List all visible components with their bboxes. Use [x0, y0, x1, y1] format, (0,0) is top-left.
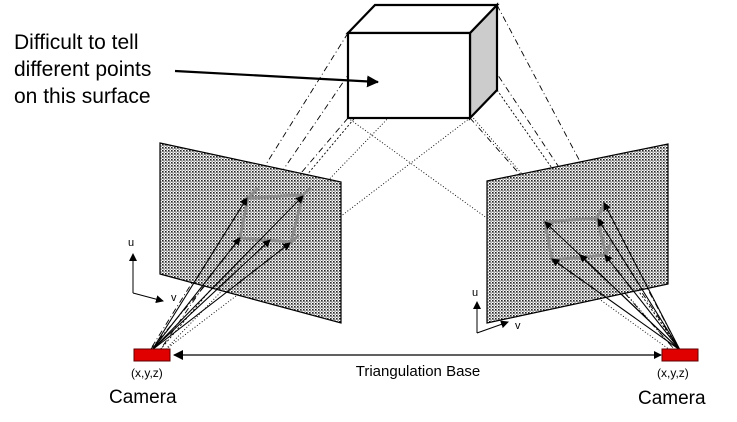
cube-top-face: [345, 3, 500, 35]
right-camera-rays: [544, 202, 681, 351]
left-projected-cube: [238, 186, 312, 244]
left-camera-rays: [151, 195, 304, 351]
cube-front-face: [346, 31, 472, 120]
annotation-line-3: on this surface: [14, 85, 151, 108]
left-axis-v-label: v: [171, 292, 177, 304]
cube: [345, 2, 500, 121]
right-image-plane: [486, 143, 669, 324]
left-image-plane: [159, 142, 342, 324]
annotation-line-2: different points: [14, 58, 151, 81]
right-uv-axes: [473, 301, 509, 334]
triangulation-base-label: Triangulation Base: [356, 363, 481, 380]
left-uv-axes: [129, 253, 164, 304]
left-camera-body: [133, 348, 171, 362]
left-axis-u-label: u: [128, 237, 134, 249]
right-camera-coord: (x,y,z): [657, 366, 689, 380]
right-camera-body: [661, 348, 699, 362]
annotation-line-1: Difficult to tell: [14, 31, 139, 54]
annotation-arrow: [174, 69, 379, 88]
right-axis-u-label: u: [472, 287, 478, 299]
left-camera-coord: (x,y,z): [131, 366, 163, 380]
left-camera-label: Camera: [109, 387, 177, 408]
right-camera-label: Camera: [638, 388, 706, 409]
right-axis-v-label: v: [515, 320, 521, 332]
